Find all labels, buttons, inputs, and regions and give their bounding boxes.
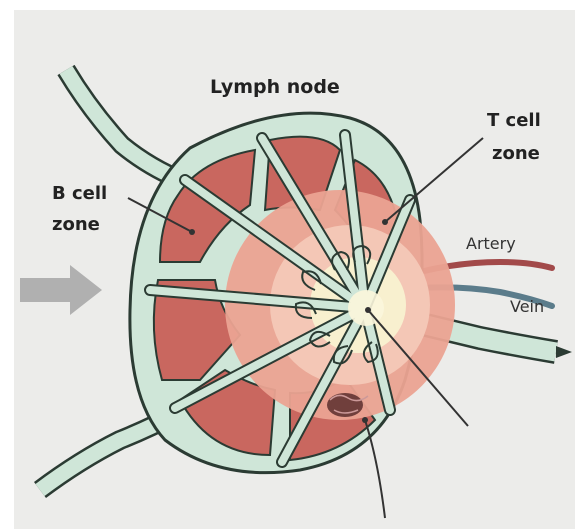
artery-label: Artery: [466, 234, 516, 254]
diagram-title: Lymph node: [210, 76, 340, 100]
vein-label: Vein: [510, 297, 544, 317]
leader-dot-germinal: [362, 417, 368, 423]
leader-dot-medulla: [365, 307, 371, 313]
leader-dot-b-cell: [189, 229, 195, 235]
leader-dot-t-cell: [382, 219, 388, 225]
b-cell-zone-label-line2: zone: [52, 214, 100, 237]
t-cell-zone-label-line1: T cell: [487, 110, 541, 133]
t-cell-zone-label-line2: zone: [492, 143, 540, 166]
b-cell-zone-label-line1: B cell: [52, 183, 107, 206]
